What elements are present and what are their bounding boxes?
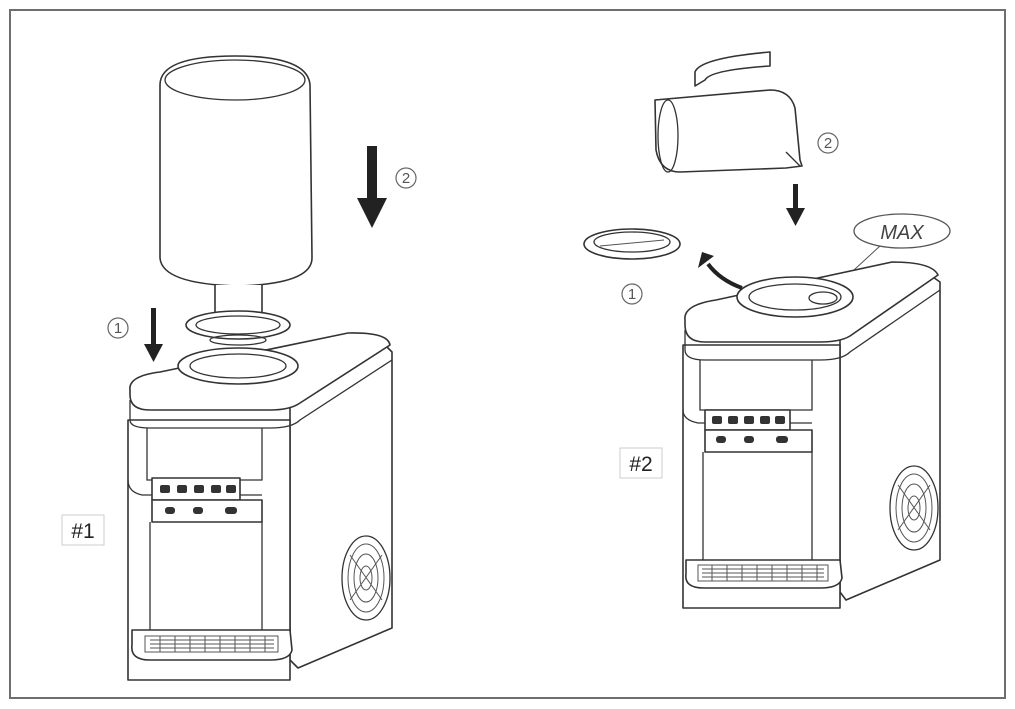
arrow-down-1 [144, 308, 163, 362]
removed-lid [583, 228, 681, 260]
step-1-text-fig1: 1 [114, 320, 122, 337]
max-marker-text: MAX [880, 222, 924, 244]
step-2-text-fig2: 2 [824, 135, 832, 152]
step-1-marker-fig1: 1 [107, 317, 129, 339]
figure-1: 1 2 #1 [61, 55, 417, 681]
water-bottle [159, 55, 313, 329]
arrow-down-2 [357, 146, 387, 228]
control-buttons-1 [160, 485, 236, 493]
figure-2-label: #2 [629, 453, 652, 476]
drip-tray-1 [131, 629, 293, 661]
figure-2: MAX [583, 51, 951, 609]
arrow-down-pour [786, 184, 805, 226]
drip-tray-2 [685, 559, 843, 589]
step-1-text-fig2: 1 [628, 286, 636, 303]
water-dispenser-2 [682, 261, 941, 609]
fan-vent-1 [341, 535, 391, 621]
step-2-marker-fig1: 2 [395, 167, 417, 189]
figure-1-label: #1 [71, 520, 94, 543]
bottle-adapter-ring [185, 310, 291, 346]
step-2-text-fig1: 2 [402, 170, 410, 187]
water-dispenser-1 [127, 332, 393, 681]
step-2-marker-fig2: 2 [817, 132, 839, 154]
pitcher [654, 51, 803, 173]
step-1-marker-fig2: 1 [621, 283, 643, 305]
arrow-curved-remove-lid [698, 252, 743, 290]
control-buttons-2 [712, 416, 785, 424]
fan-vent-2 [889, 465, 939, 551]
max-level-marker: MAX [829, 213, 951, 293]
